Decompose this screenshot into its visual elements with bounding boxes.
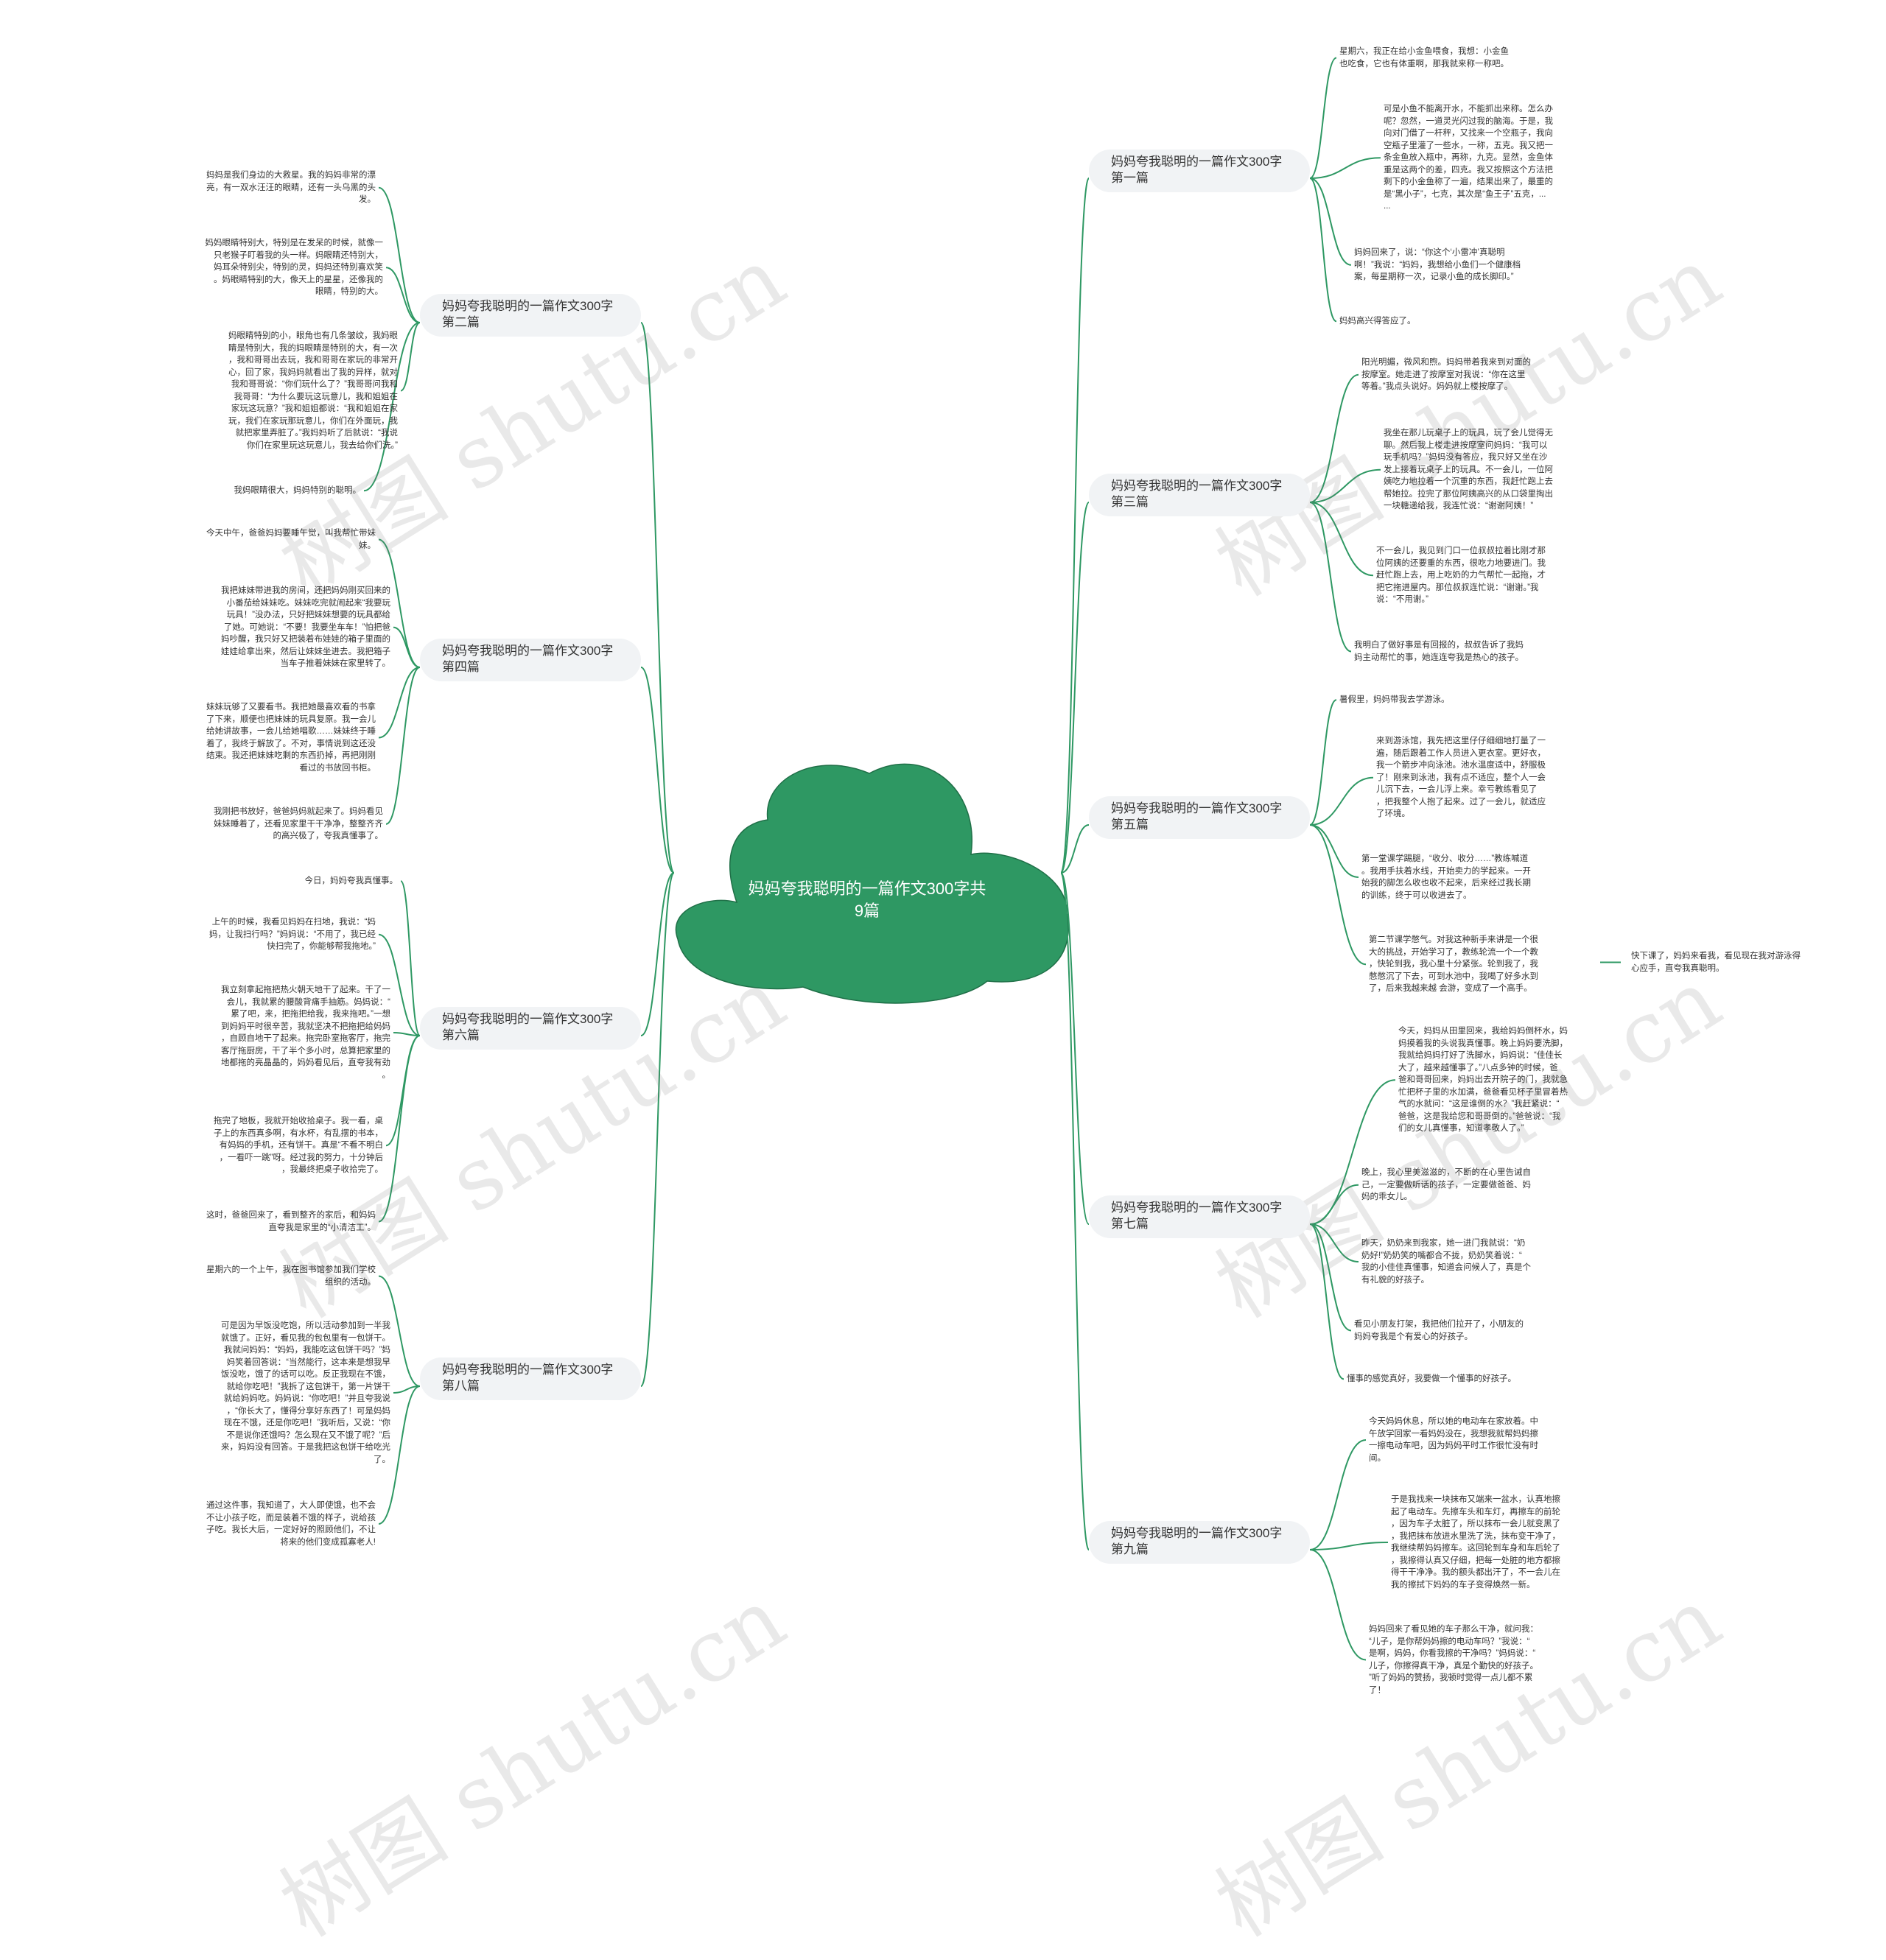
connector-line [1309,1549,1367,1661]
leaf-text: 晚上，我心里美滋滋的，不断的在心里告诫自 己，一定要做听话的孩子，一定要做爸爸、… [1361,1168,1531,1201]
connector-line [378,1275,421,1387]
connector-line [1060,872,1090,1225]
connector-line [1309,824,1367,966]
connector-line [1309,468,1381,503]
connector-line [385,667,421,825]
leaf-text: 妹妹玩够了又要看书。我把她最喜欢看的书拿 了下来，顺便也把妹妹的玩具复原。我一会… [206,703,376,773]
connector-line [378,933,421,1036]
connector-line [1309,1542,1389,1550]
leaf-text: 星期六的一个上午，我在图书馆参加我们学校 组织的活动。 [206,1265,376,1287]
connector-line [400,880,421,1036]
branch-topic-5[interactable]: 妈妈夸我聪明的一篇作文300字 第五篇 [1089,796,1310,839]
connector-line [640,872,675,1036]
connector-line [385,1035,421,1147]
connector-line [1309,824,1359,878]
leaf-text: 妈妈是我们身边的大救星。我的妈妈非常的漂 亮，有一双水汪汪的眼睛，还有一头乌黑的… [206,171,376,204]
leaf-text: 第一堂课学踢腿，“收分、收分……”教练喊道 。我用手扶着水线，开始卖力的学起来。… [1361,854,1531,900]
leaf-text: 我明白了做好事是有回报的，叔叔告诉了我妈 妈主动帮忙的事，她连连夸我是热心的孩子… [1354,641,1524,662]
branch-topic-7[interactable]: 妈妈夸我聪明的一篇作文300字 第七篇 [1089,1195,1310,1238]
connector-line [385,267,421,323]
leaf-text: 阳光明媚，微风和煦。妈妈带着我来到对面的 按摩室。她走进了按摩室对我说：“你在这… [1361,358,1531,391]
branch-topic-3[interactable]: 妈妈夸我聪明的一篇作文300字 第三篇 [1089,474,1310,516]
connector-line [1309,57,1337,179]
connector-line [1060,872,1090,1550]
leaf-text: 第二节课学憋气。对我这种新手来讲是一个很 大的挑战，开始学习了，教练轮流一个一个… [1369,935,1538,993]
connector-line [378,667,421,739]
connector-line [1309,178,1352,266]
connector-layer [363,57,1621,1661]
leaf-text: 拖完了地板，我就开始收拾桌子。我一看，桌 子上的东西真多啊，有水杯，有乱摆的书本… [214,1117,383,1174]
leaf-text: 懂事的感觉真好，我要做一个懂事的好孩子。 [1347,1374,1516,1383]
connector-line [1309,1223,1359,1262]
leaf-text: 星期六，我正在给小金鱼喂食，我想：小金鱼 也吃食，它也有体重啊，那我就来称一称吧… [1339,47,1509,69]
connector-line [1060,824,1090,874]
branch-topic-9[interactable]: 妈妈夸我聪明的一篇作文300字 第九篇 [1089,1521,1310,1564]
leaf-text: 妈妈高兴得答应了。 [1339,317,1416,326]
connector-line [1060,178,1090,874]
leaf-text: 通过这件事，我知道了，大人即使饿，也不会 不让小孩子吃，而是装着不饿的样子，说给… [206,1501,376,1547]
leaf-text: 我立刻拿起拖把热火朝天地干了起来。干了一 会儿，我就累的腰酸背痛手抽筋。妈妈说：… [221,986,390,1080]
connector-line [1309,502,1374,577]
root-topic[interactable]: 妈妈夸我聪明的一篇作文300字共9篇 [748,879,986,920]
leaf-text: 妈妈眼睛特别大，特别是在发呆的时候，就像一 只老猴子盯着我的头一样。妈眼睛还特别… [205,239,384,296]
connector-line [393,626,421,668]
branch-topic-4[interactable]: 妈妈夸我聪明的一篇作文300字 第四篇 [420,639,641,681]
connector-line [378,1035,421,1223]
connector-line [1309,502,1352,653]
leaf-text: 暑假里，妈妈带我去学游泳。 [1339,695,1450,704]
leaf-text: 我把妹妹带进我的房间，还把妈妈刚买回来的 小番茄给妹妹吃。妹妹吃完就闹起来“我要… [221,586,390,668]
leaf-text: 我妈眼睛很大，妈妈特别的聪明。 [234,486,362,495]
mindmap-canvas: 树图 shutu.cn 树图 shutu.cn 树图 shutu.cn 树图 s… [205,47,1801,1956]
connector-line [1309,1184,1359,1225]
connector-line [378,186,421,323]
leaf-text: 快下课了，妈妈来看我，看见现在我对游泳得 心应手，直夸我真聪明。 [1631,952,1801,973]
leaf-text: 可是因为早饭没吃饱，所以活动参加到一半我 就饿了。正好，看见我的包包里有一包饼干… [221,1321,390,1464]
leaf-text: 这时，爸爸回来了，看到整齐的家后，和妈妈 直夸我是家里的“小清洁工”。 [206,1211,376,1232]
leaf-text: 来到游泳馆，我先把这里仔仔细细地打量了一 遍，随后跟着工作人员进入更衣室。更好衣… [1376,737,1546,818]
leaf-text: 上午的时候，我看见妈妈在扫地，我说：“妈 妈，让我扫行吗？”妈妈说：“不用了，我… [208,918,376,951]
leaf-text: 今天中午，爸爸妈妈要睡午觉，叫我帮忙带妹 妹。 [206,529,376,550]
leaf-text: 今天，妈妈从田里回来，我给妈妈倒杯水，妈 妈摸着我的头说我真懂事。晚上妈妈要洗脚… [1398,1027,1568,1133]
connector-line [640,667,675,874]
leaf-text: 我坐在那儿玩桌子上的玩具，玩了会儿觉得无 聊。然后我上楼走进按摩室问妈妈：“我可… [1384,429,1553,510]
leaf-text: 可是小鱼不能离开水，不能抓出来称。怎么办 呢？忽然，一道灵光闪过我的脑海。于是，… [1384,105,1553,211]
connector-line [378,1385,421,1525]
connector-line [1060,502,1090,874]
leaf-text: 妈眼睛特别的小，眼角也有几条皱纹，我妈眼 睛是特别大，我的妈眼睛是特别的大，有一… [228,331,398,450]
leaf-text: 于是我找来一块抹布又端来一盆水，认真地擦 起了电动车。先擦车头和车灯，再擦车的前… [1391,1495,1560,1590]
connector-line [640,872,675,1387]
connector-line [393,1032,421,1036]
connector-line [1309,1439,1367,1550]
leaf-text: 今天妈妈休息，所以她的电动车在家放着。中 午放学回家一看妈妈没在，我想我就帮妈妈… [1369,1417,1538,1463]
connector-line [1309,157,1381,179]
leaf-text: 今日，妈妈夸我真懂事。 [304,877,399,885]
branch-topic-1[interactable]: 妈妈夸我聪明的一篇作文300字 第一篇 [1089,150,1310,192]
connector-line [1309,1223,1345,1380]
branch-topic-2[interactable]: 妈妈夸我聪明的一篇作文300字 第二篇 [420,294,641,337]
connector-line [1309,699,1337,826]
connector-line [1309,776,1374,826]
connector-line [400,322,421,392]
branch-topic-6[interactable]: 妈妈夸我聪明的一篇作文300字 第六篇 [420,1007,641,1050]
leaf-text: 不一会儿，我见到门口一位叔叔拉着比刚才那 位阿姨的还要重的东西，很吃力地要进门。… [1376,547,1546,604]
branch-topic-8[interactable]: 妈妈夸我聪明的一篇作文300字 第八篇 [420,1357,641,1400]
connector-line [640,322,675,874]
connector-line [1309,178,1337,323]
connector-line [1309,373,1359,503]
leaf-text: 我刚把书放好，爸爸妈妈就起来了。妈妈看见 妹妹睡着了，还看见家里干干净净，整整齐… [214,807,383,840]
leaf-text: 看见小朋友打架，我把他们拉开了，小朋友的 妈妈夸我是个有爱心的好孩子。 [1354,1320,1524,1341]
leaf-text: 妈妈回来了，说：“你这个‘小雷冲’真聪明 啊！”我说：“妈妈，我想给小鱼们一个健… [1354,248,1521,281]
leaf-text: 昨天，奶奶来到我家，她一进门我就说：“奶 奶好!”奶奶笑的嘴都合不拢，奶奶笑着说… [1361,1239,1531,1285]
connector-line [363,322,421,492]
leaf-text: 妈妈回来了看见她的车子那么干净，就问我： “儿子，是你帮妈妈擦的电动车吗？”我说… [1369,1625,1538,1695]
connector-line [1309,1223,1352,1332]
